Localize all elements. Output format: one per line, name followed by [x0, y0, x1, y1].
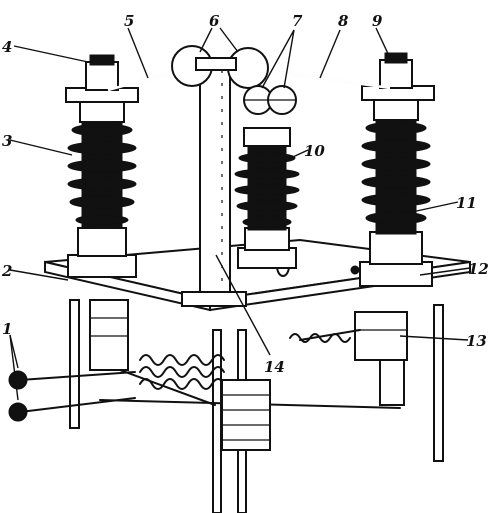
spring-right — [289, 333, 351, 343]
label-2: 2 — [1, 262, 12, 280]
label-7: 7 — [292, 12, 303, 30]
label-9: 9 — [372, 12, 383, 30]
label-14: 14 — [264, 358, 285, 376]
lever-ball-lower — [8, 402, 28, 422]
label-11: 11 — [456, 194, 477, 212]
right-insulator — [359, 52, 435, 287]
center-drive-box — [221, 379, 271, 451]
label-4: 4 — [2, 38, 12, 56]
label-10: 10 — [304, 142, 325, 160]
lever-ball-upper — [8, 370, 28, 390]
knife-arms — [107, 68, 391, 92]
label-1: 1 — [2, 320, 12, 338]
label-5: 5 — [124, 12, 134, 30]
left-insulator — [65, 54, 139, 278]
leader-lines — [9, 27, 471, 401]
central-column — [181, 61, 247, 307]
middle-insulator — [234, 127, 300, 269]
label-12: 12 — [468, 260, 489, 278]
label-3: 3 — [2, 132, 12, 150]
label-6: 6 — [209, 12, 220, 30]
label-8: 8 — [338, 12, 349, 30]
spring-left — [139, 354, 225, 390]
drive-mechanism — [8, 299, 408, 451]
label-13: 13 — [466, 332, 487, 350]
corona-rings — [243, 85, 297, 115]
callout-labels: 4 5 6 7 8 9 10 3 11 2 12 13 1 14 — [1, 12, 489, 376]
arcing-balls — [171, 45, 269, 89]
